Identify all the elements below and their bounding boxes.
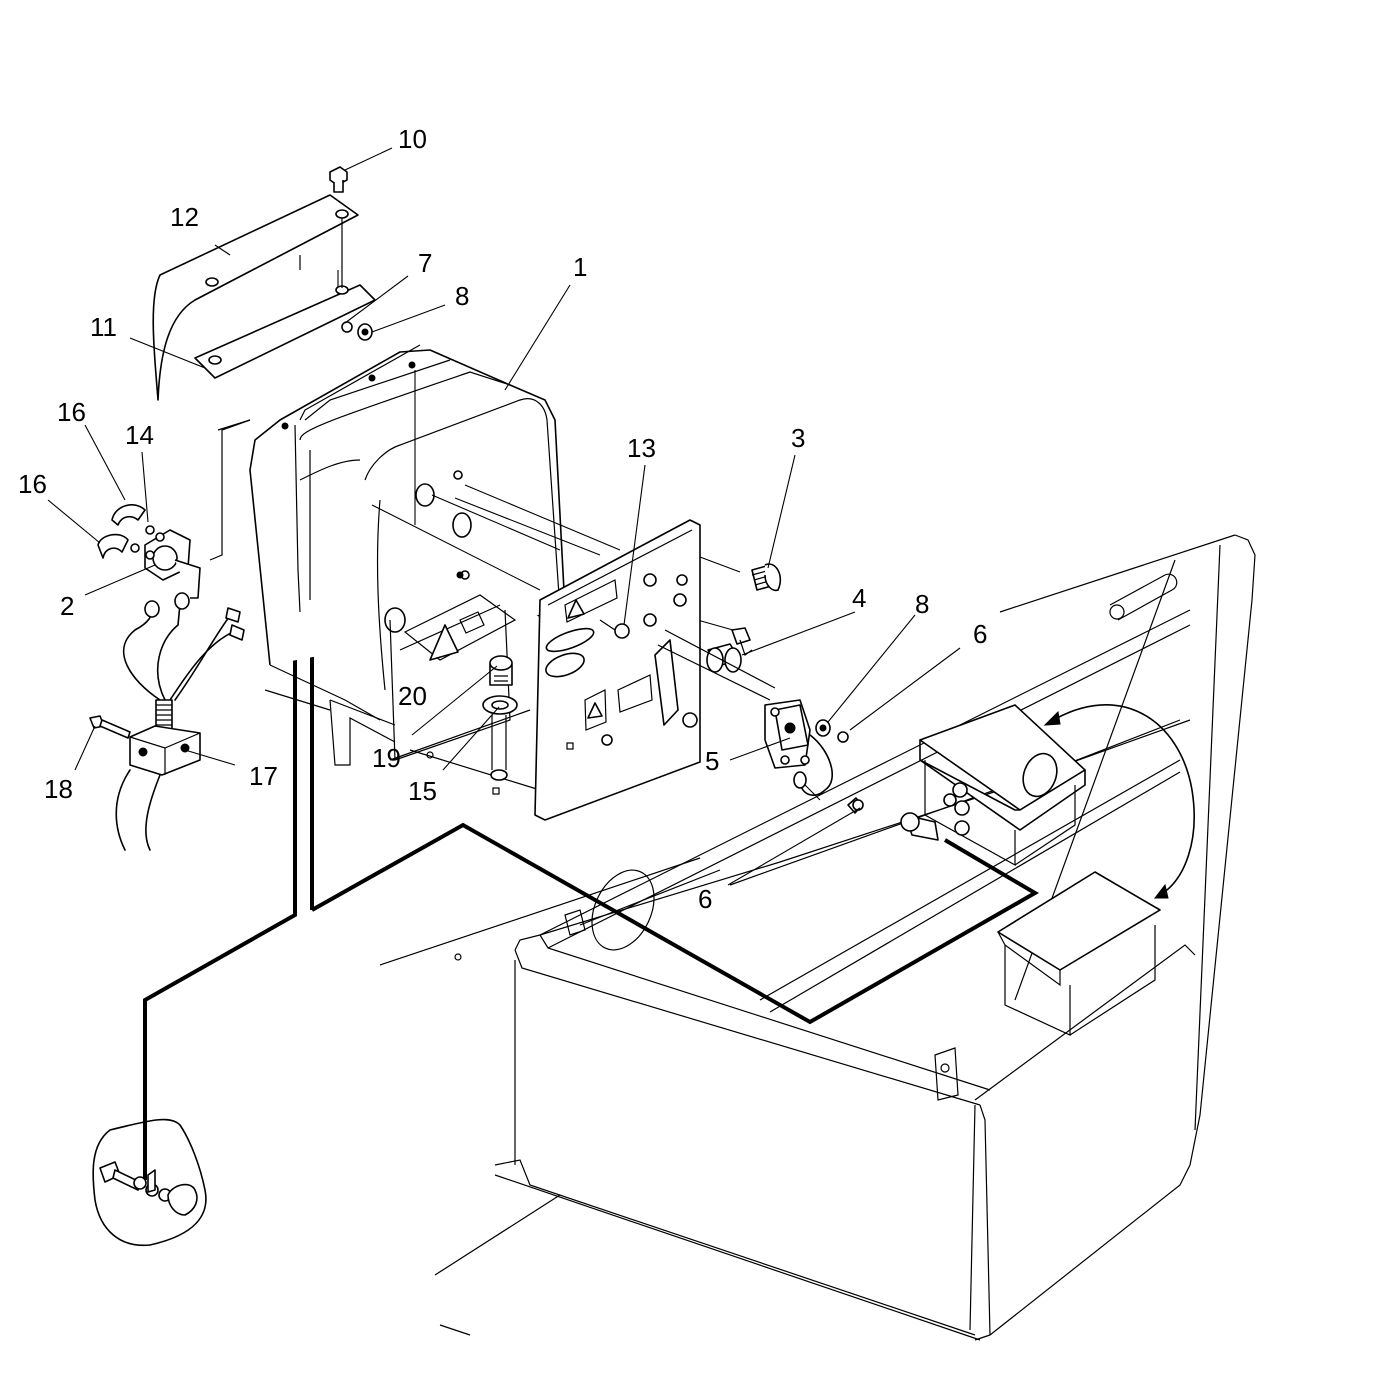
callout-14: 14	[125, 420, 154, 450]
battery-terminals	[943, 782, 970, 836]
callout-16-lower: 16	[18, 469, 47, 499]
enclosure-part-1	[249, 344, 566, 791]
callout-17: 17	[249, 761, 278, 791]
machine-body	[379, 534, 1256, 1341]
ground-detail-inset	[92, 1118, 207, 1247]
plug-3	[751, 563, 782, 592]
callout-8-right: 8	[915, 589, 929, 619]
callout-4: 4	[852, 583, 866, 613]
nut-7-washer-8	[341, 321, 373, 341]
callout-5: 5	[705, 746, 719, 776]
callout-6-lower: 6	[698, 884, 712, 914]
callout-1: 1	[573, 252, 587, 282]
nut-washer-6-8	[815, 719, 864, 814]
callout-18: 18	[44, 774, 73, 804]
warning-decal-20	[403, 594, 517, 661]
assembly-lines	[337, 270, 821, 801]
callout-19: 19	[372, 743, 401, 773]
motion-arrow	[1043, 704, 1195, 899]
callout-2: 2	[60, 591, 74, 621]
callout-numbers: 1 2 3 4 5 6 6 7 8 8 10 11 12 13 14 15 16…	[18, 124, 987, 914]
callout-13: 13	[627, 433, 656, 463]
callout-11: 11	[90, 312, 117, 342]
callout-8-upper: 8	[455, 281, 469, 311]
callout-16-upper: 16	[57, 397, 86, 427]
boots-16	[97, 504, 146, 559]
switch-side	[731, 627, 753, 656]
key-switch-13	[599, 619, 630, 639]
control-panel	[534, 519, 701, 821]
switch-assembly-2	[144, 419, 251, 599]
callout-10: 10	[398, 124, 427, 154]
junction-block-17	[115, 725, 201, 851]
wire-harness	[123, 592, 245, 731]
battery-box	[900, 704, 1086, 867]
callout-7: 7	[418, 248, 432, 278]
bolt-10	[329, 166, 348, 193]
battery	[997, 871, 1161, 1036]
leader-lines	[47, 147, 961, 886]
screws-14	[130, 525, 155, 553]
breaker-5	[657, 629, 834, 796]
callout-6-upper: 6	[973, 619, 987, 649]
callout-15: 15	[408, 776, 437, 806]
bolt-19-washer-15	[482, 655, 518, 795]
callout-3: 3	[791, 423, 805, 453]
screw-18	[89, 715, 131, 739]
callout-12: 12	[170, 202, 199, 232]
callout-20: 20	[398, 681, 427, 711]
